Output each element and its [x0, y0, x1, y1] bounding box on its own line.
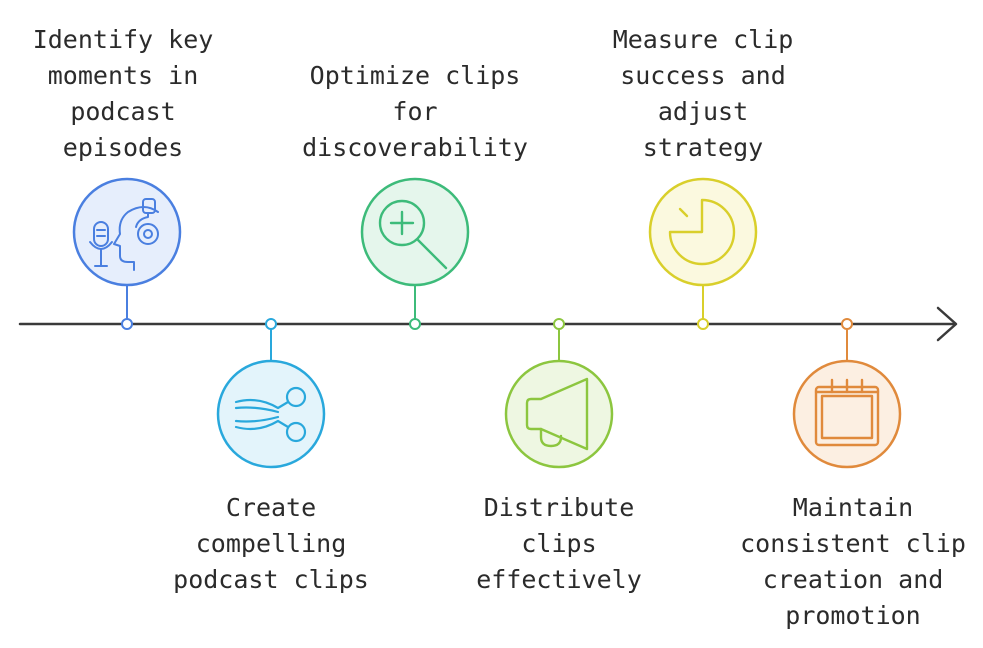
step-6-dot	[841, 318, 853, 330]
step-6-label: Maintain consistent clip creation and pr…	[740, 493, 966, 630]
calendar-icon	[814, 378, 880, 447]
step-1	[72, 177, 182, 330]
step-3	[360, 177, 470, 330]
scissors-icon	[234, 386, 307, 443]
step-2-circle	[216, 359, 326, 469]
podcast-head-icon	[89, 198, 159, 271]
step-4-dot	[553, 318, 565, 330]
step-2	[216, 318, 326, 469]
pie-chart-icon	[668, 198, 736, 266]
step-5-dot	[697, 318, 709, 330]
step-6-circle	[792, 359, 902, 469]
step-1-circle	[72, 177, 182, 287]
step-1-label: Identify key moments in podcast episodes	[32, 25, 214, 162]
step-1-dot	[121, 318, 133, 330]
zoom-in-icon	[378, 199, 448, 270]
step-4	[504, 318, 614, 469]
step-2-dot	[265, 318, 277, 330]
step-2-label: Create compelling podcast clips	[173, 493, 369, 594]
step-3-circle	[360, 177, 470, 287]
timeline-arrow-head	[936, 306, 958, 342]
step-3-label: Optimize clips for discoverability	[302, 61, 528, 162]
step-4-circle	[504, 359, 614, 469]
megaphone-icon	[525, 377, 589, 451]
step-6	[792, 318, 902, 469]
step-3-dot	[409, 318, 421, 330]
step-5	[648, 177, 758, 330]
step-4-label: Distribute clips effectively	[476, 493, 642, 594]
step-5-label: Measure clip success and adjust strategy	[612, 25, 794, 162]
